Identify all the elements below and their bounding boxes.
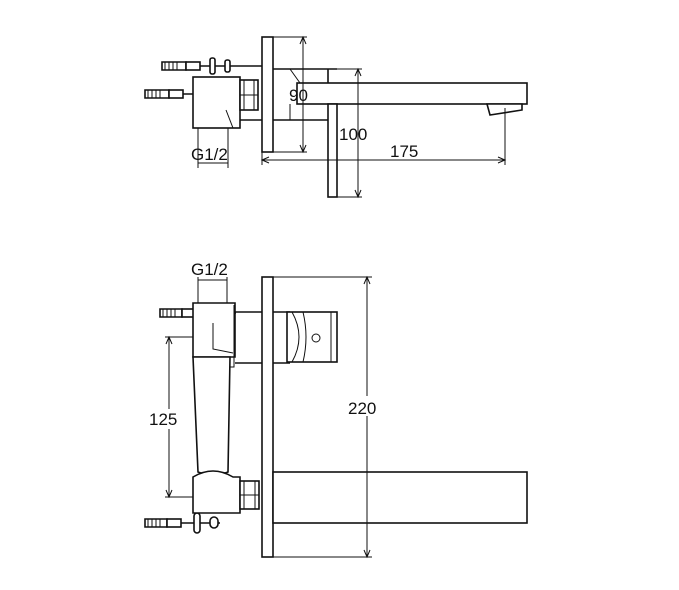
front-view: 220 125 G1/2 [144, 260, 528, 559]
valve-body-riser [192, 356, 231, 476]
bolt-upper [161, 57, 233, 75]
dim-inlet-spacing-label: 125 [149, 410, 177, 429]
wall-plate [261, 36, 274, 153]
spout [296, 82, 528, 105]
spout-front [272, 471, 528, 524]
dim-projection-label: 90 [289, 86, 308, 105]
bolt-bottom [144, 512, 220, 534]
handle-lever [327, 103, 338, 198]
dim-thread-label-front: G1/2 [191, 260, 228, 279]
dim-spout-length-label: 175 [390, 142, 418, 161]
dim-height-label: 100 [339, 125, 367, 144]
valve-body-lower [192, 470, 241, 514]
valve-body-upper [192, 302, 236, 358]
valve-body [192, 76, 241, 129]
wall-plate-front [261, 276, 274, 558]
handle-hole [311, 333, 321, 343]
top-view: 90 100 175 G1/2 [144, 35, 528, 199]
dim-plate-height-label: 220 [348, 399, 376, 418]
dim-thread-label-top: G1/2 [191, 145, 228, 164]
